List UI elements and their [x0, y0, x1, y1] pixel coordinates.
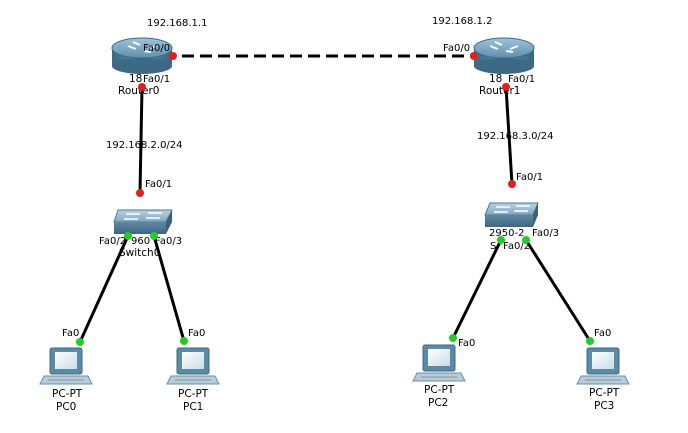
pc3[interactable]: PC-PT PC3 Fa0 — [576, 328, 630, 412]
switch0-port-fa0-3: Fa0/3 — [155, 236, 182, 247]
pc-icon — [412, 344, 466, 382]
router-icon — [111, 37, 173, 74]
switch0-port-fa0-1: Fa0/1 — [145, 179, 172, 190]
port-dot-router0-fa0-1 — [138, 83, 146, 91]
link-router1-switch1[interactable] — [504, 86, 514, 185]
router1-name: Router1 — [479, 85, 520, 97]
pc2-port: Fa0 — [458, 338, 475, 349]
pc-icon — [576, 347, 630, 385]
router1-ip: 192.168.1.2 — [432, 16, 492, 27]
port-dot-router0-fa0-0 — [169, 52, 177, 60]
port-dot-pc2 — [449, 334, 457, 342]
switch1-model-fragment: 2950-2 — [489, 228, 524, 239]
port-dot-router1-fa0-1 — [502, 83, 510, 91]
port-status-indicators — [76, 52, 594, 346]
pc2[interactable]: PC-PT PC2 Fa0 — [412, 338, 475, 409]
router1-port-fa0-0: Fa0/0 — [443, 43, 470, 54]
pc2-type: PC-PT — [424, 384, 455, 396]
pc2-name: PC2 — [428, 397, 448, 409]
network-label-right: 192.168.3.0/24 — [477, 131, 554, 142]
router0-port-fa0-0: Fa0/0 — [143, 43, 170, 54]
link-switch1-pc2[interactable] — [451, 239, 503, 339]
switch-icon — [113, 209, 173, 234]
network-label-left: 192.168.2.0/24 — [106, 140, 183, 151]
switch0[interactable]: Fa0/2 960 Fa0/3 Switch0 Fa0/1 — [99, 179, 182, 259]
link-switch0-pc1[interactable] — [152, 235, 186, 342]
switch1-name: S — [490, 241, 496, 252]
port-dot-switch0-fa0-2 — [124, 232, 132, 240]
pc0-port: Fa0 — [62, 328, 79, 339]
port-dot-router1-fa0-0 — [470, 52, 478, 60]
port-dot-pc1 — [180, 337, 188, 345]
router1-model-fragment: 18 — [489, 73, 502, 85]
pc1[interactable]: PC-PT PC1 Fa0 — [166, 328, 220, 413]
link-switch1-pc3[interactable] — [524, 239, 592, 342]
switch0-port-fa0-2: Fa0/2 — [99, 236, 126, 247]
switch1[interactable]: 2950-2 Fa0/3 S Fa0/2 Fa0/1 — [484, 172, 559, 252]
pc3-type: PC-PT — [589, 387, 620, 399]
switch1-port-fa0-1: Fa0/1 — [516, 172, 543, 183]
port-dot-pc3 — [586, 337, 594, 345]
router0-port-fa0-1: Fa0/1 — [143, 74, 170, 85]
switch1-port-fa0-2: Fa0/2 — [503, 241, 530, 252]
router0-ip: 192.168.1.1 — [147, 18, 207, 29]
link-switch0-pc0[interactable] — [78, 235, 130, 343]
router-icon — [473, 37, 535, 74]
router1[interactable]: 18 Router1 192.168.1.2 Fa0/0 Fa0/1 — [432, 16, 535, 97]
pc3-port: Fa0 — [594, 328, 611, 339]
router1-port-fa0-1: Fa0/1 — [508, 74, 535, 85]
port-dot-switch1-fa0-3 — [522, 236, 530, 244]
pc-icon — [39, 347, 93, 385]
pc0-type: PC-PT — [52, 388, 83, 400]
router0[interactable]: 18 Router0 192.168.1.1 Fa0/0 Fa0/1 — [111, 18, 207, 97]
port-dot-switch0-fa0-1 — [136, 189, 144, 197]
switch-icon — [484, 202, 539, 227]
port-dot-switch0-fa0-3 — [150, 232, 158, 240]
pc3-name: PC3 — [594, 400, 614, 412]
router0-name: Router0 — [118, 85, 159, 97]
pc1-name: PC1 — [183, 401, 203, 413]
router0-model-fragment: 18 — [129, 73, 142, 85]
pc0-name: PC0 — [56, 401, 76, 413]
port-dot-switch1-fa0-2 — [497, 236, 505, 244]
link-router0-switch0[interactable] — [138, 86, 144, 194]
port-dot-switch1-fa0-1 — [508, 180, 516, 188]
switch0-model-fragment: 960 — [131, 236, 150, 247]
switch0-name: Switch0 — [119, 247, 160, 259]
switch1-port-fa0-3: Fa0/3 — [532, 228, 559, 239]
pc-icon — [166, 347, 220, 385]
port-dot-pc0 — [76, 338, 84, 346]
pc1-type: PC-PT — [178, 388, 209, 400]
pc1-port: Fa0 — [188, 328, 205, 339]
pc0[interactable]: PC-PT PC0 Fa0 — [39, 328, 93, 413]
